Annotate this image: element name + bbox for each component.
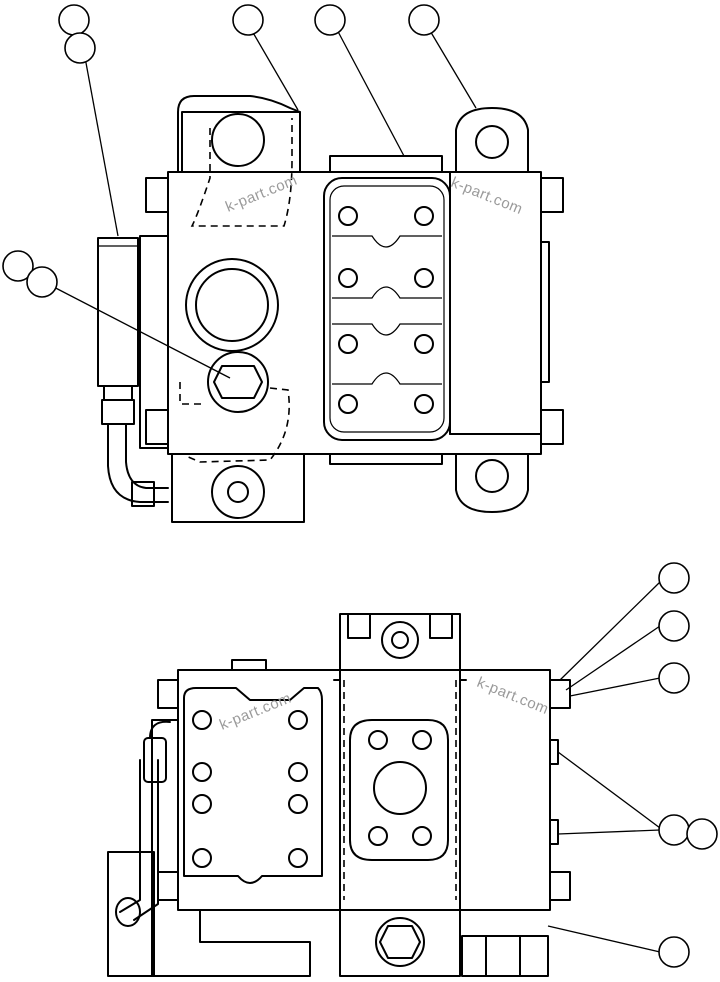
section-cover xyxy=(323,177,451,441)
callout-circle xyxy=(314,4,346,36)
bottom-port-block xyxy=(339,909,461,977)
callout-circle xyxy=(658,610,690,642)
callout-circle xyxy=(232,4,264,36)
plug xyxy=(207,351,269,413)
callout-circle xyxy=(658,662,690,694)
valve-body-bottom xyxy=(177,669,551,911)
nut xyxy=(145,177,169,213)
left-cover-bolts xyxy=(192,710,308,868)
side-cylinder xyxy=(97,237,139,387)
watermark: k-part.com xyxy=(475,674,552,718)
flange xyxy=(349,719,449,861)
lifting-lug-bottom xyxy=(455,453,529,513)
nut xyxy=(540,409,564,445)
nut xyxy=(540,177,564,213)
bottom-view: k-part.com k-part.com xyxy=(107,562,718,977)
nut xyxy=(145,409,169,445)
valve-body-top xyxy=(167,171,542,455)
top-view: k-part.com k-part.com xyxy=(2,4,564,523)
lower-boss xyxy=(171,453,305,523)
lower-left-step xyxy=(151,719,311,977)
callout-circle xyxy=(64,32,96,64)
callout-circle xyxy=(2,250,34,282)
callout-circle xyxy=(408,4,440,36)
main-port xyxy=(185,258,279,352)
hose-lower xyxy=(119,759,141,913)
upper-boss xyxy=(177,95,301,173)
hose xyxy=(107,423,169,503)
callout-circle xyxy=(658,936,690,968)
callout-circle xyxy=(686,818,718,850)
left-step xyxy=(139,235,169,449)
cover-bolts xyxy=(338,206,434,414)
watermark: k-part.com xyxy=(217,690,294,734)
left-cover xyxy=(183,687,323,884)
watermark: k-part.com xyxy=(449,174,526,218)
callout-circle xyxy=(658,562,690,594)
lifting-lug-top xyxy=(455,107,529,173)
hose-fitting xyxy=(131,481,155,507)
callout-circle xyxy=(58,4,90,36)
callout-circle xyxy=(658,814,690,846)
callout-circle xyxy=(26,266,58,298)
side-block xyxy=(107,851,155,977)
